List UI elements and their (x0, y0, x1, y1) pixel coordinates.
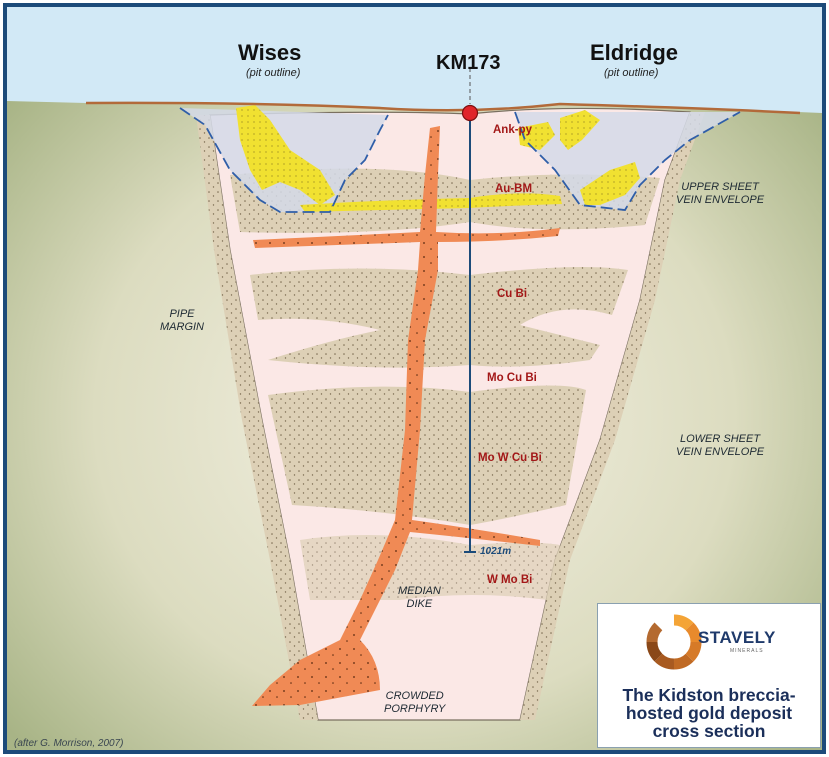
logo-panel: STAVELY MINERALS The Kidston breccia- ho… (597, 603, 821, 748)
pipe-margin-line1: PIPE (160, 308, 204, 321)
upper-sheet-line2: VEIN ENVELOPE (676, 194, 764, 207)
credit-label: (after G. Morrison, 2007) (14, 738, 123, 749)
caption-line2: hosted gold deposit (598, 704, 820, 722)
depth-label: 1021m (480, 546, 511, 557)
km173-title: KM173 (436, 52, 500, 75)
zone-label-mo-cu-bi: Mo Cu Bi (487, 372, 537, 384)
sky (7, 7, 822, 113)
eldridge-subtitle: (pit outline) (604, 67, 658, 79)
zone-label-ank-py: Ank-py (493, 124, 532, 136)
crowded-porphyry-line2: PORPHYRY (384, 703, 445, 716)
zone-label-cu-bi: Cu Bi (497, 288, 527, 300)
pipe-margin-line2: MARGIN (160, 321, 204, 334)
wises-subtitle: (pit outline) (246, 67, 300, 79)
zone-label-mo-w-cu-bi: Mo W Cu Bi (478, 452, 542, 464)
wises-title: Wises (238, 40, 301, 66)
lower-sheet-label: LOWER SHEET VEIN ENVELOPE (676, 433, 764, 459)
median-dike-line2: DIKE (398, 598, 441, 611)
crowded-porphyry-label: CROWDED PORPHYRY (384, 690, 445, 716)
upper-sheet-label: UPPER SHEET VEIN ENVELOPE (676, 181, 764, 207)
caption-line3: cross section (598, 722, 820, 740)
zone-label-au-bm: Au-BM (495, 183, 532, 195)
stavely-logo-icon (644, 612, 704, 672)
stavely-minerals-text: MINERALS (730, 648, 764, 654)
stavely-wordmark: STAVELY (698, 628, 776, 648)
caption-line1: The Kidston breccia- (598, 686, 820, 704)
crowded-porphyry-line1: CROWDED (384, 690, 445, 703)
median-dike-line1: MEDIAN (398, 585, 441, 598)
median-dike-label: MEDIAN DIKE (398, 585, 441, 611)
pipe-margin-label: PIPE MARGIN (160, 308, 204, 334)
lower-sheet-line1: LOWER SHEET (676, 433, 764, 446)
upper-sheet-line1: UPPER SHEET (676, 181, 764, 194)
km173-collar-marker (463, 106, 478, 121)
zone-label-w-mo-bi: W Mo Bi (487, 574, 532, 586)
lower-sheet-line2: VEIN ENVELOPE (676, 446, 764, 459)
eldridge-title: Eldridge (590, 40, 678, 66)
diagram-caption: The Kidston breccia- hosted gold deposit… (598, 686, 820, 740)
